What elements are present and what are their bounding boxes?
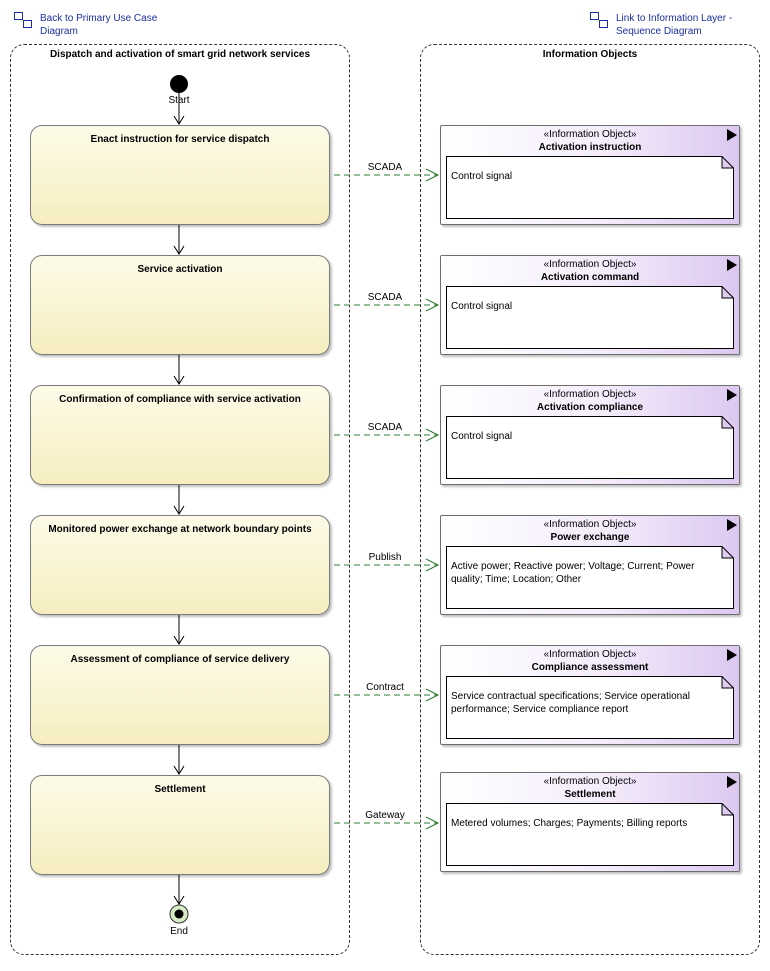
action-label: Service activation: [137, 264, 223, 275]
note-text: Service contractual specifications; Serv…: [451, 691, 691, 715]
arrow-head: [173, 245, 185, 255]
back-to-primary-use-case-link[interactable]: Back to Primary Use Case Diagram: [14, 12, 180, 38]
note: Active power; Reactive power; Voltage; C…: [446, 546, 734, 609]
info-object-settlement[interactable]: «Information Object» Settlement Metered …: [440, 772, 740, 872]
play-triangle-icon: [727, 129, 737, 141]
flow-label: Contract: [366, 682, 404, 693]
play-triangle-icon: [727, 519, 737, 531]
forward-link-text[interactable]: Link to Information Layer - Sequence Dia…: [616, 13, 733, 37]
diagram-link-icon: [14, 12, 32, 28]
arrow-head: [425, 688, 440, 702]
arrow-head: [173, 895, 185, 905]
note: Service contractual specifications; Serv…: [446, 676, 734, 739]
action-service-activation[interactable]: Service activation: [30, 255, 330, 355]
info-object-compliance-assessment[interactable]: «Information Object» Compliance assessme…: [440, 645, 740, 745]
play-triangle-icon: [727, 259, 737, 271]
action-label: Assessment of compliance of service deli…: [70, 654, 290, 665]
info-object-activation-instruction[interactable]: «Information Object» Activation instruct…: [440, 125, 740, 225]
info-object-name: Power exchange: [550, 532, 630, 543]
play-triangle-icon: [727, 389, 737, 401]
action-assessment-compliance[interactable]: Assessment of compliance of service deli…: [30, 645, 330, 745]
end-node-core: [174, 909, 184, 919]
arrow-head: [173, 375, 185, 385]
info-object-activation-command[interactable]: «Information Object» Activation command …: [440, 255, 740, 355]
action-label: Settlement: [154, 784, 206, 795]
action-label: Enact instruction for service dispatch: [90, 134, 270, 145]
flow-label: Gateway: [365, 810, 405, 821]
arrow-head: [425, 428, 440, 442]
arrow-head: [425, 168, 440, 182]
flow-label: SCADA: [367, 292, 403, 303]
start-node: [170, 75, 188, 93]
stereotype-label: «Information Object»: [543, 129, 637, 140]
flow-label: SCADA: [367, 422, 403, 433]
activity-partition-left: Dispatch and activation of smart grid ne…: [10, 44, 350, 955]
stereotype-label: «Information Object»: [543, 259, 637, 270]
arrow-head: [173, 765, 185, 775]
play-triangle-icon: [727, 649, 737, 661]
play-triangle-icon: [727, 776, 737, 788]
arrow-head: [173, 635, 185, 645]
info-object-name: Activation instruction: [538, 142, 642, 153]
arrow-head: [173, 115, 185, 125]
stereotype-label: «Information Object»: [543, 389, 637, 400]
action-confirmation-compliance[interactable]: Confirmation of compliance with service …: [30, 385, 330, 485]
info-object-power-exchange[interactable]: «Information Object» Power exchange Acti…: [440, 515, 740, 615]
flow-label: SCADA: [367, 162, 403, 173]
stereotype-label: «Information Object»: [543, 649, 637, 660]
flow-label: Publish: [368, 552, 402, 563]
info-object-name: Settlement: [564, 789, 616, 800]
arrow-head: [425, 816, 440, 830]
start-label: Start: [168, 95, 190, 106]
note-text: Control signal: [451, 301, 513, 312]
stereotype-label: «Information Object»: [543, 519, 637, 530]
note-text: Active power; Reactive power; Voltage; C…: [451, 561, 695, 585]
info-object-name: Compliance assessment: [531, 662, 649, 673]
action-enact-instruction[interactable]: Enact instruction for service dispatch: [30, 125, 330, 225]
info-object-name: Activation command: [540, 272, 640, 283]
note: Metered volumes; Charges; Payments; Bill…: [446, 803, 734, 866]
note: Control signal: [446, 156, 734, 219]
arrow-head: [173, 505, 185, 515]
information-objects-partition: Information Objects: [420, 44, 760, 955]
partition-title: Information Objects: [542, 49, 638, 60]
back-link-text[interactable]: Back to Primary Use Case Diagram: [40, 13, 158, 37]
action-settlement[interactable]: Settlement: [30, 775, 330, 875]
information-layer-sequence-link[interactable]: Link to Information Layer - Sequence Dia…: [590, 12, 756, 38]
action-label: Confirmation of compliance with service …: [59, 394, 301, 405]
arrow-head: [425, 298, 440, 312]
end-label: End: [170, 926, 188, 937]
info-object-activation-compliance[interactable]: «Information Object» Activation complian…: [440, 385, 740, 485]
note-text: Control signal: [451, 431, 513, 442]
stereotype-label: «Information Object»: [543, 776, 637, 787]
note-text: Metered volumes; Charges; Payments; Bill…: [451, 818, 688, 829]
note: Control signal: [446, 416, 734, 479]
action-monitored-power-exchange[interactable]: Monitored power exchange at network boun…: [30, 515, 330, 615]
diagram-link-icon: [590, 12, 608, 28]
arrow-head: [425, 558, 440, 572]
info-object-name: Activation compliance: [536, 402, 644, 413]
action-label: Monitored power exchange at network boun…: [48, 524, 312, 535]
note: Control signal: [446, 286, 734, 349]
partition-title: Dispatch and activation of smart grid ne…: [49, 49, 311, 60]
note-text: Control signal: [451, 171, 513, 182]
